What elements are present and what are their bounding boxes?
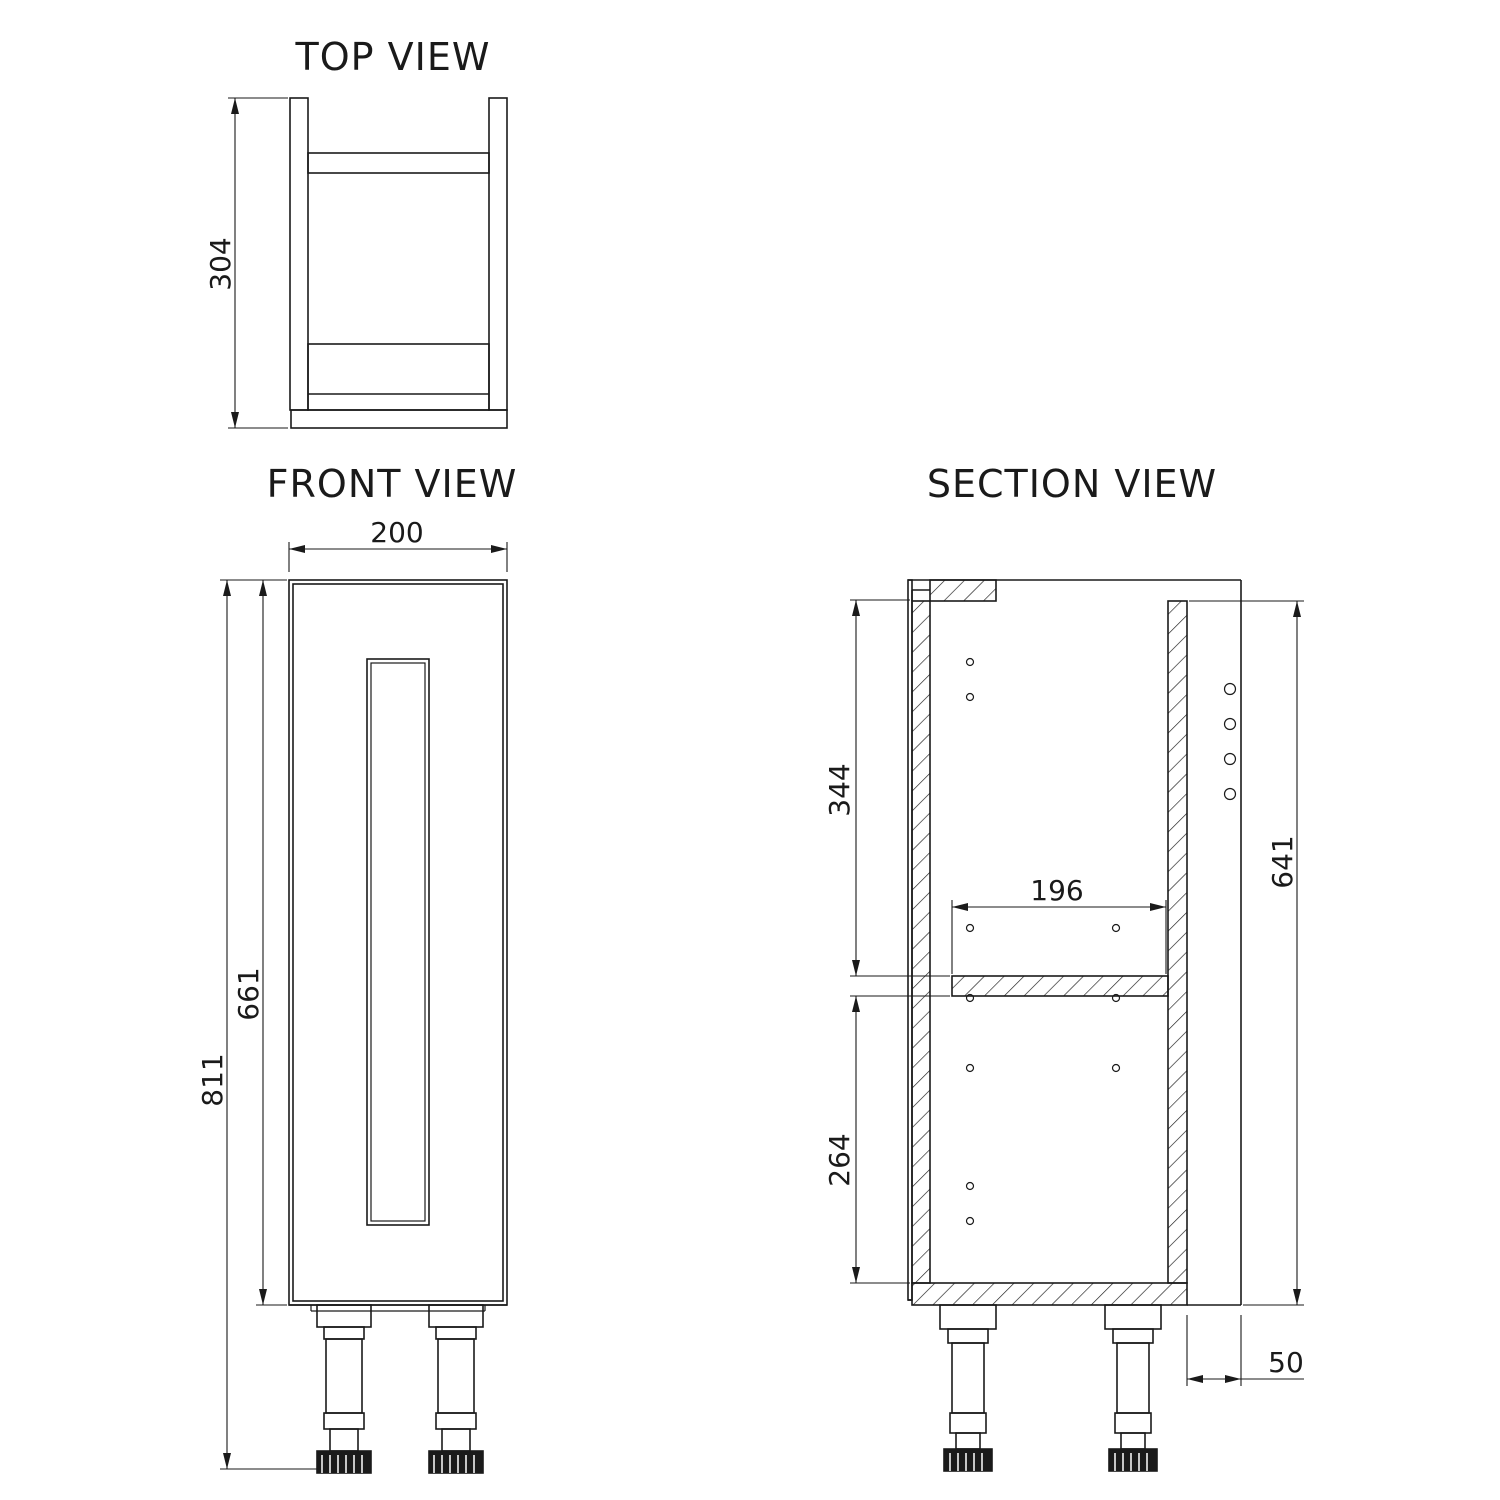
top-view-outline xyxy=(289,97,508,429)
section-carcass-height-dimension: 641 xyxy=(1189,600,1304,1306)
top-view-title: TOP VIEW xyxy=(295,35,491,79)
front-feet xyxy=(316,1304,484,1474)
section-back-offset-label: 50 xyxy=(1268,1346,1304,1379)
top-depth-dimension: 304 xyxy=(204,97,288,429)
section-view-title: SECTION VIEW xyxy=(927,462,1217,506)
section-upper-space-dimension: 344 xyxy=(823,599,950,977)
front-width-label: 200 xyxy=(370,516,423,549)
front-height-811-dimension: 811 xyxy=(196,579,318,1470)
section-back-offset-dimension: 50 xyxy=(1186,1315,1304,1386)
front-height-661-dimension: 661 xyxy=(232,579,287,1306)
front-view-title: FRONT VIEW xyxy=(267,462,518,506)
section-shelf-width-dimension: 196 xyxy=(951,874,1167,974)
section-shelf-pin-holes xyxy=(965,657,1237,1226)
front-width-dimension: 200 xyxy=(288,516,508,572)
section-lower-space-dimension: 264 xyxy=(823,995,950,1284)
section-carcass xyxy=(907,579,1242,1306)
front-door xyxy=(288,579,508,1312)
section-carcass-height-label: 641 xyxy=(1266,835,1299,888)
section-upper-space-label: 344 xyxy=(823,763,856,816)
top-depth-label: 304 xyxy=(204,237,237,290)
section-feet xyxy=(939,1304,1162,1472)
section-shelf-width-label: 196 xyxy=(1030,874,1083,907)
front-door-height-label: 661 xyxy=(232,967,265,1020)
front-total-height-label: 811 xyxy=(196,1053,229,1106)
section-lower-space-label: 264 xyxy=(823,1133,856,1186)
